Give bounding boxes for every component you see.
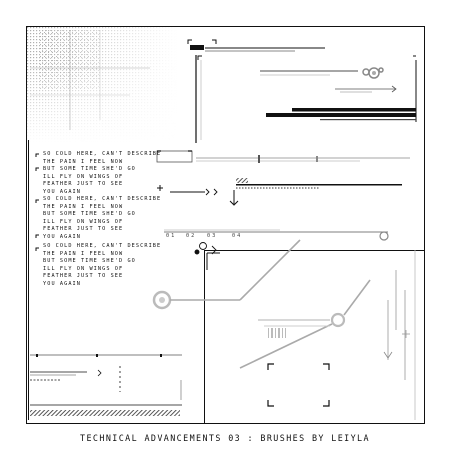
ruler-number: 01 [166,233,177,239]
node-circles [194,242,217,255]
poem-line: BUT SOME TIME SHE'D GO [43,211,136,218]
poem-block-3: SO COLD HERE, CAN'T DESCRIBE THE PAIN I … [43,243,161,289]
ruler-number: 04 [232,233,243,239]
poem-line: BUT SOME TIME SHE'D GO [43,166,136,173]
barcode-ticks [268,328,286,338]
circle-target-icon [362,67,384,79]
arrow-icon [335,85,397,93]
poem-line: ILL FLY ON WINGS OF [43,173,124,180]
striped-bar-group [229,178,402,206]
top-bracket-group [187,39,325,60]
poem-markers [35,153,39,251]
poem-line: YOU AGAIN [43,188,82,195]
poem-line: SO COLD HERE, CAN'T DESCRIBE [43,243,162,249]
poem-line: YOU AGAIN [43,280,82,287]
network-lines [152,239,371,369]
ruler-bar [164,229,389,241]
crosshair-icon [157,185,163,191]
arrow-row [170,188,218,196]
right-column-rules [383,250,416,420]
focus-brackets [267,363,330,407]
poem-line: THE PAIN I FEEL NOW [43,203,124,210]
slider-group [156,150,410,163]
poem-line: THE PAIN I FEEL NOW [43,250,124,257]
poem-line: ILL FLY ON WINGS OF [43,218,124,225]
poem-block-2: SO COLD HERE, CAN'T DESCRIBE THE PAIN I … [43,196,161,242]
ruler-number: 03 [207,233,218,239]
poem-line: YOU AGAIN [43,233,82,240]
poem-line: SO COLD HERE, CAN'T DESCRIBE [43,196,162,202]
heavy-bars [266,108,416,121]
poem-line: FEATHER JUST TO SEE [43,273,124,280]
sheet-caption: TECHNICAL ADVANCEMENTS 03 : BRUSHES BY L… [80,433,370,443]
poem-line: FEATHER JUST TO SEE [43,226,124,233]
poem-line: FEATHER JUST TO SEE [43,181,124,188]
bottom-right-panel [204,250,425,424]
poem-line: THE PAIN I FEEL NOW [43,158,124,165]
grunge-texture [27,27,177,142]
poem-line: BUT SOME TIME SHE'D GO [43,258,136,265]
poem-block-1: SO COLD HERE, CAN'T DESCRIBE THE PAIN I … [43,151,161,197]
ruler-number: 02 [186,233,197,239]
poem-line: SO COLD HERE, CAN'T DESCRIBE [43,151,162,157]
bottom-left-bits [30,354,182,416]
poem-line: ILL FLY ON WINGS OF [43,265,124,272]
